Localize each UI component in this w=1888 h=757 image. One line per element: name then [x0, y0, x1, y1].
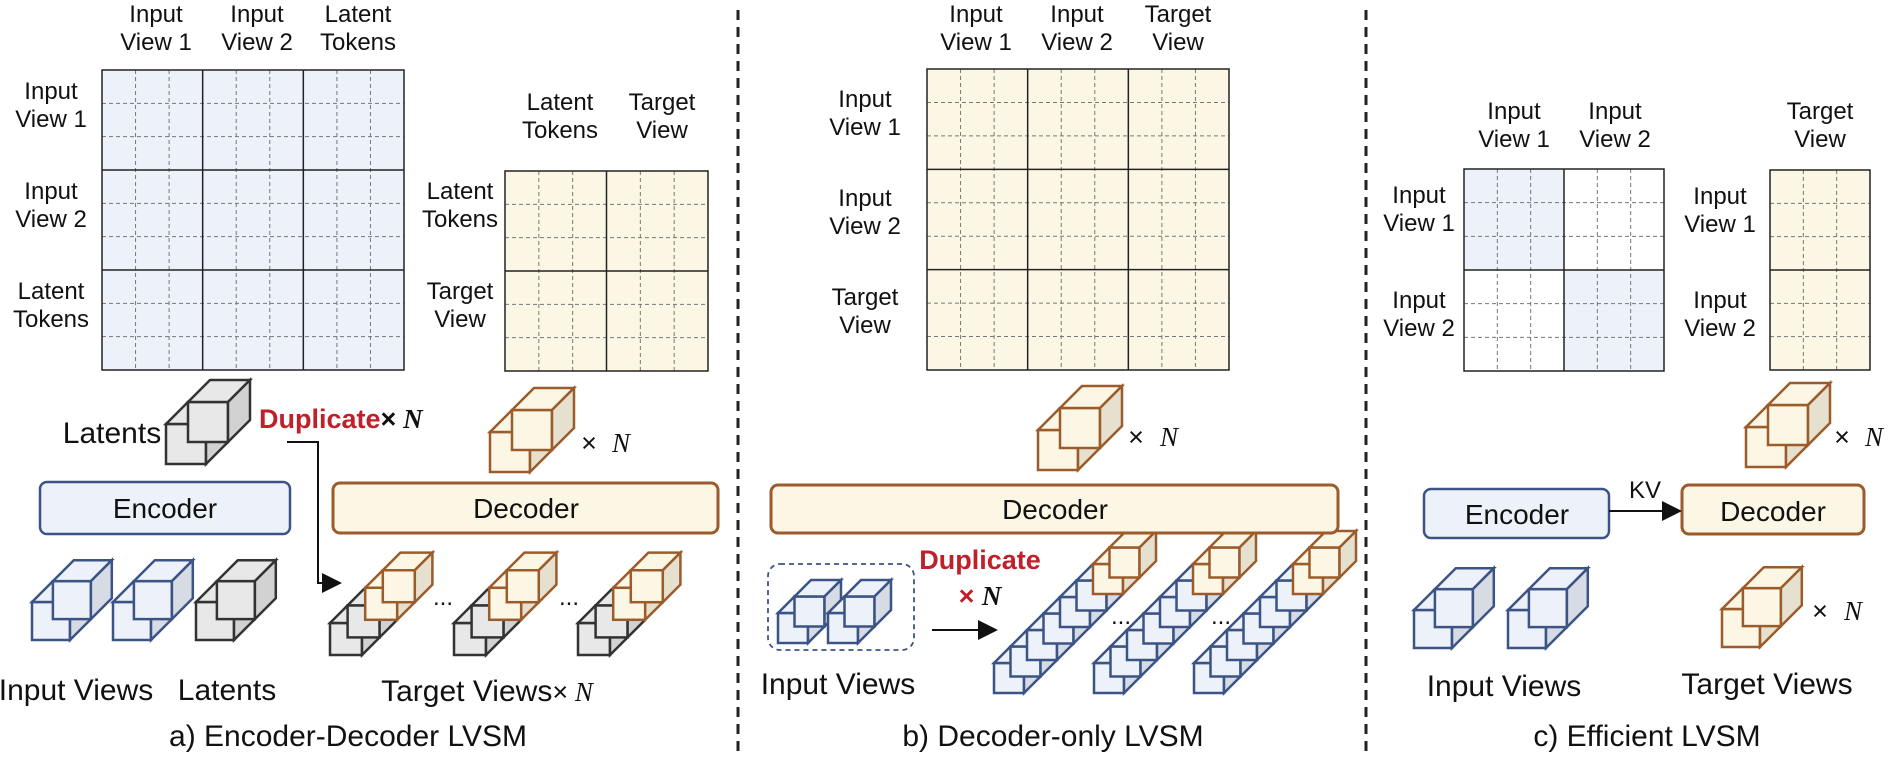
duplicate-label-a: Duplicate× N — [259, 404, 424, 434]
times-b-dec: × — [1128, 422, 1144, 452]
encoder-box-a — [38, 480, 292, 536]
target-col-b-2-target — [1189, 527, 1260, 598]
input-view-2-c — [1504, 565, 1591, 652]
decoder-label-a: Decoder — [473, 493, 579, 524]
input-view-1-a — [28, 557, 115, 644]
ellipsis-b-2: ... — [1211, 603, 1231, 630]
ellipsis-a-2: ... — [559, 584, 579, 611]
input-view-1-b — [774, 576, 845, 647]
target-col-b-1-target — [1089, 527, 1160, 598]
target-view-c — [1718, 564, 1805, 651]
input-view-1-c — [1410, 565, 1497, 652]
target-col-b-3-base — [1190, 560, 1327, 697]
decoder-label-b: Decoder — [1002, 494, 1108, 525]
encoder-box-c — [1422, 487, 1611, 540]
encoder-label-a: Encoder — [113, 493, 217, 524]
kv-label-c: KV — [1629, 477, 1661, 504]
latents-cube-a — [192, 557, 279, 644]
input-views-group-b — [767, 563, 915, 651]
duplicate-arrow-a — [287, 441, 342, 593]
encoder-attention-grid-a — [101, 69, 405, 371]
input-view-2-b — [824, 576, 895, 647]
decoder-box-b — [769, 483, 1340, 535]
target-views-label-c: Target Views — [1681, 668, 1852, 701]
times-c-target: × — [1812, 596, 1828, 626]
target-col-b-3-target — [1289, 527, 1360, 598]
times-c-dec: × — [1834, 422, 1850, 452]
latents-bottom-label-a: Latents — [178, 674, 276, 707]
n-a-dec: N — [611, 428, 632, 458]
decoder-stack-c — [1742, 379, 1834, 471]
encoder-label-c: Encoder — [1465, 499, 1569, 530]
decoder-box-a — [331, 481, 720, 535]
caption-a: a) Encoder-Decoder LVSM — [169, 720, 527, 753]
n-b-dec: N — [1159, 422, 1180, 452]
target-col-b-1-base — [990, 560, 1127, 697]
ellipsis-a-1: ... — [433, 584, 453, 611]
decoder-stack-b — [1034, 382, 1126, 474]
latents-cube-top-a — [162, 376, 254, 468]
decoder-attention-grid-a — [504, 170, 709, 372]
input-views-label-a: Input Views — [0, 674, 153, 707]
n-c-target: N — [1843, 596, 1864, 626]
duplicate-label-b: Duplicate — [919, 545, 1041, 575]
input-view-2-a — [109, 557, 196, 644]
caption-c: c) Efficient LVSM — [1533, 720, 1760, 753]
target-col-a-3-target — [610, 549, 684, 623]
decoder-label-c: Decoder — [1720, 496, 1826, 527]
n-c-dec: N — [1864, 422, 1885, 452]
target-col-a-1-target — [362, 549, 436, 623]
input-views-label-c: Input Views — [1427, 670, 1582, 703]
decoder-attention-grid-c — [1769, 169, 1871, 371]
dup-n-b: × N — [959, 581, 1003, 611]
target-col-a-2-target — [486, 549, 560, 623]
latents-label-a: Latents — [63, 417, 161, 450]
decoder-box-c — [1680, 483, 1866, 536]
times-a-dec: × — [581, 428, 597, 458]
decoder-stack-a — [486, 384, 578, 476]
ellipsis-b-1: ... — [1111, 603, 1131, 630]
input-views-label-b: Input Views — [761, 668, 916, 701]
target-views-label-a: Target Views× N — [381, 675, 595, 708]
caption-b: b) Decoder-only LVSM — [902, 720, 1203, 753]
attention-grid-b — [926, 68, 1230, 371]
encoder-attention-grid-c — [1463, 168, 1665, 372]
